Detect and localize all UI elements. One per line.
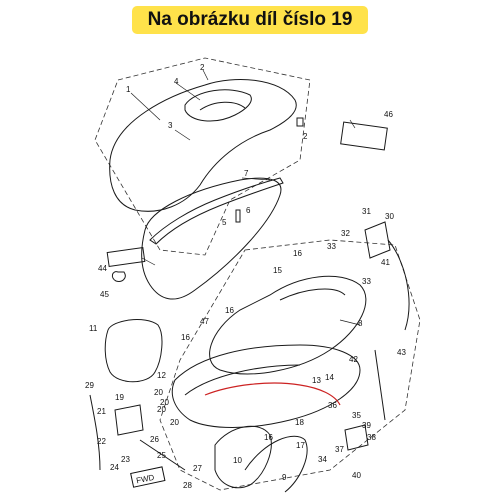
- label-43: 43: [397, 348, 406, 357]
- label-46: 46: [384, 110, 393, 119]
- label-35: 35: [352, 411, 361, 420]
- storage-tub-8: [209, 275, 367, 375]
- label-7: 7: [244, 169, 249, 178]
- fwd-badge-text: FWD: [135, 473, 155, 486]
- seal-strip-loop: [141, 177, 282, 300]
- label-29: 29: [85, 381, 94, 390]
- label-19: 19: [115, 393, 124, 402]
- label-41: 41: [381, 258, 390, 267]
- label-20c: 20: [157, 405, 166, 414]
- label-18: 18: [295, 418, 304, 427]
- label-45: 45: [100, 290, 109, 299]
- label-22: 22: [97, 437, 106, 446]
- leader-lines: [130, 69, 361, 326]
- inner-body-12: [171, 344, 361, 428]
- seat-backrest: [184, 89, 252, 122]
- side-cover-9: [244, 435, 308, 493]
- label-15: 15: [273, 266, 282, 275]
- label-33b: 33: [362, 277, 371, 286]
- bracket-30-32: [364, 221, 391, 259]
- mat-11: [104, 319, 163, 383]
- label-20d: 20: [170, 418, 179, 427]
- label-34: 34: [318, 455, 327, 464]
- fwd-badge: FWD: [130, 466, 166, 488]
- label-3: 3: [168, 121, 173, 130]
- label-23: 23: [121, 455, 130, 464]
- label-20b: 20: [160, 398, 169, 407]
- header-banner: Na obrázku díl číslo 19: [132, 6, 368, 34]
- label-31: 31: [362, 207, 371, 216]
- label-1: 1: [126, 85, 131, 94]
- key-tag-45: [111, 271, 126, 282]
- label-17: 17: [296, 441, 305, 450]
- label-38: 38: [367, 433, 376, 442]
- label-44: 44: [98, 264, 107, 273]
- banner-title: Na obrázku díl číslo 19: [147, 9, 353, 30]
- cable-42: [374, 349, 386, 421]
- label-10: 10: [233, 456, 242, 465]
- label-5: 5: [222, 218, 227, 227]
- label-13: 13: [312, 376, 321, 385]
- label-6: 6: [246, 206, 251, 215]
- bolt-5-6: [235, 209, 241, 223]
- inner-body-rim: [184, 364, 301, 396]
- storage-tub-inner: [279, 288, 346, 301]
- label-24: 24: [110, 463, 119, 472]
- label-16c: 16: [181, 333, 190, 342]
- label-25: 25: [157, 451, 166, 460]
- label-36: 36: [328, 401, 337, 410]
- tool-pouch-44: [106, 246, 146, 268]
- label-16d: 16: [264, 433, 273, 442]
- manual-46: [340, 121, 388, 151]
- label-11: 11: [89, 324, 98, 333]
- label-8: 8: [358, 319, 363, 328]
- bracket-19: [114, 404, 144, 436]
- label-28: 28: [183, 481, 192, 490]
- seat-part: [109, 79, 297, 212]
- bracket-36-40: [344, 424, 369, 451]
- seat-handle: [199, 101, 246, 111]
- label-14: 14: [325, 373, 334, 382]
- rod-25-27: [139, 439, 186, 471]
- label-12: 12: [157, 371, 166, 380]
- label-2a: 2: [200, 63, 205, 72]
- label-16b: 16: [225, 306, 234, 315]
- label-27: 27: [193, 464, 202, 473]
- label-47: 47: [200, 317, 209, 326]
- label-26: 26: [150, 435, 159, 444]
- cable-left: [89, 394, 101, 471]
- label-21: 21: [97, 407, 106, 416]
- cable-loop-right: [387, 239, 410, 331]
- label-20a: 20: [154, 388, 163, 397]
- seal-strip: [149, 177, 284, 245]
- label-2b: 2: [303, 132, 308, 141]
- label-16a: 16: [293, 249, 302, 258]
- label-4: 4: [174, 77, 179, 86]
- label-42: 42: [349, 355, 358, 364]
- label-32: 32: [341, 229, 350, 238]
- label-39: 39: [362, 421, 371, 430]
- clip-2: [296, 117, 304, 127]
- label-9: 9: [282, 473, 287, 482]
- label-30: 30: [385, 212, 394, 221]
- cable-red: [204, 382, 341, 406]
- body-group-frame: [159, 239, 421, 491]
- label-37: 37: [335, 445, 344, 454]
- side-cover-10: [214, 425, 272, 489]
- label-33a: 33: [327, 242, 336, 251]
- label-40: 40: [352, 471, 361, 480]
